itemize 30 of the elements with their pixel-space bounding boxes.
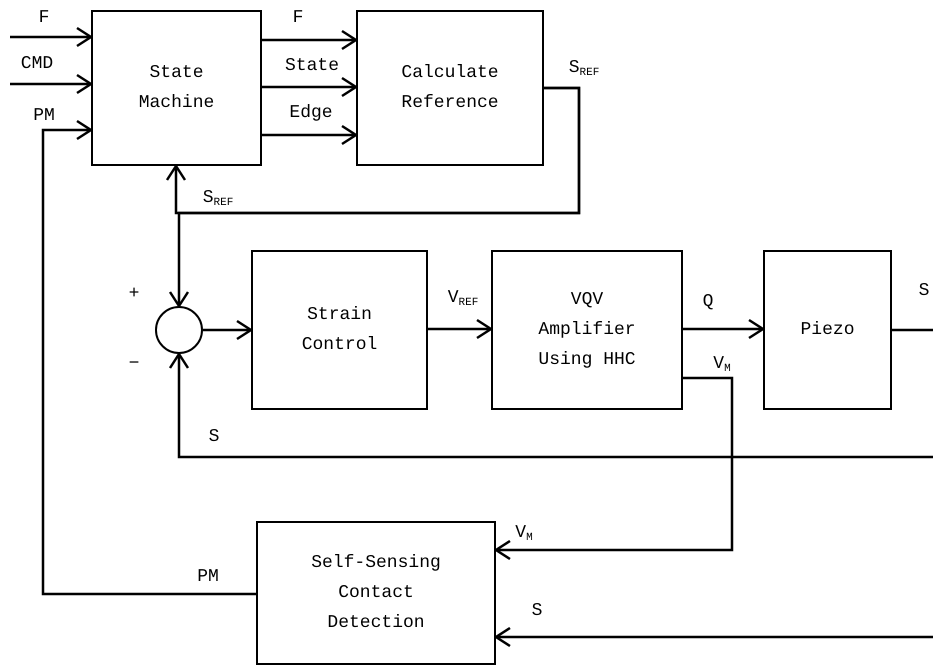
connector-arrow xyxy=(168,86,580,308)
signal-label: PM xyxy=(197,567,219,587)
edge-label: V$_{M}$ xyxy=(713,354,731,374)
connector-arrow xyxy=(494,376,734,560)
connector-arrow xyxy=(262,76,358,98)
connector-arrow xyxy=(262,124,358,146)
connector-arrow xyxy=(42,120,256,596)
process-block: State Machine xyxy=(91,10,262,166)
connector-arrow xyxy=(203,320,252,340)
edge-label: V$_{REF}$ xyxy=(448,288,478,308)
process-block: Strain Control xyxy=(251,250,428,410)
edge-label: Q xyxy=(702,292,714,312)
connector-arrow xyxy=(10,74,92,94)
connector-arrow xyxy=(168,352,933,458)
connector-arrow xyxy=(10,26,92,48)
connector-arrow xyxy=(494,626,933,648)
connector-arrow xyxy=(683,318,764,340)
edge-label: Edge xyxy=(289,103,333,123)
process-block: Calculate Reference xyxy=(356,10,544,166)
connector-arrow xyxy=(262,30,358,50)
connector-arrow xyxy=(428,318,492,340)
edge-label: S$_{REF}$ xyxy=(568,58,600,78)
signal-label: V$_{M}$ xyxy=(515,523,533,543)
process-block: VQV Amplifier Using HHC xyxy=(491,250,683,410)
sign-label: + xyxy=(128,284,140,304)
edge-label: S$_{REF}$ xyxy=(202,188,234,208)
sign-label: − xyxy=(128,354,140,374)
process-block: Piezo xyxy=(763,250,892,410)
summing-junction xyxy=(155,306,203,354)
process-block: Self-Sensing Contact Detection xyxy=(256,521,496,665)
